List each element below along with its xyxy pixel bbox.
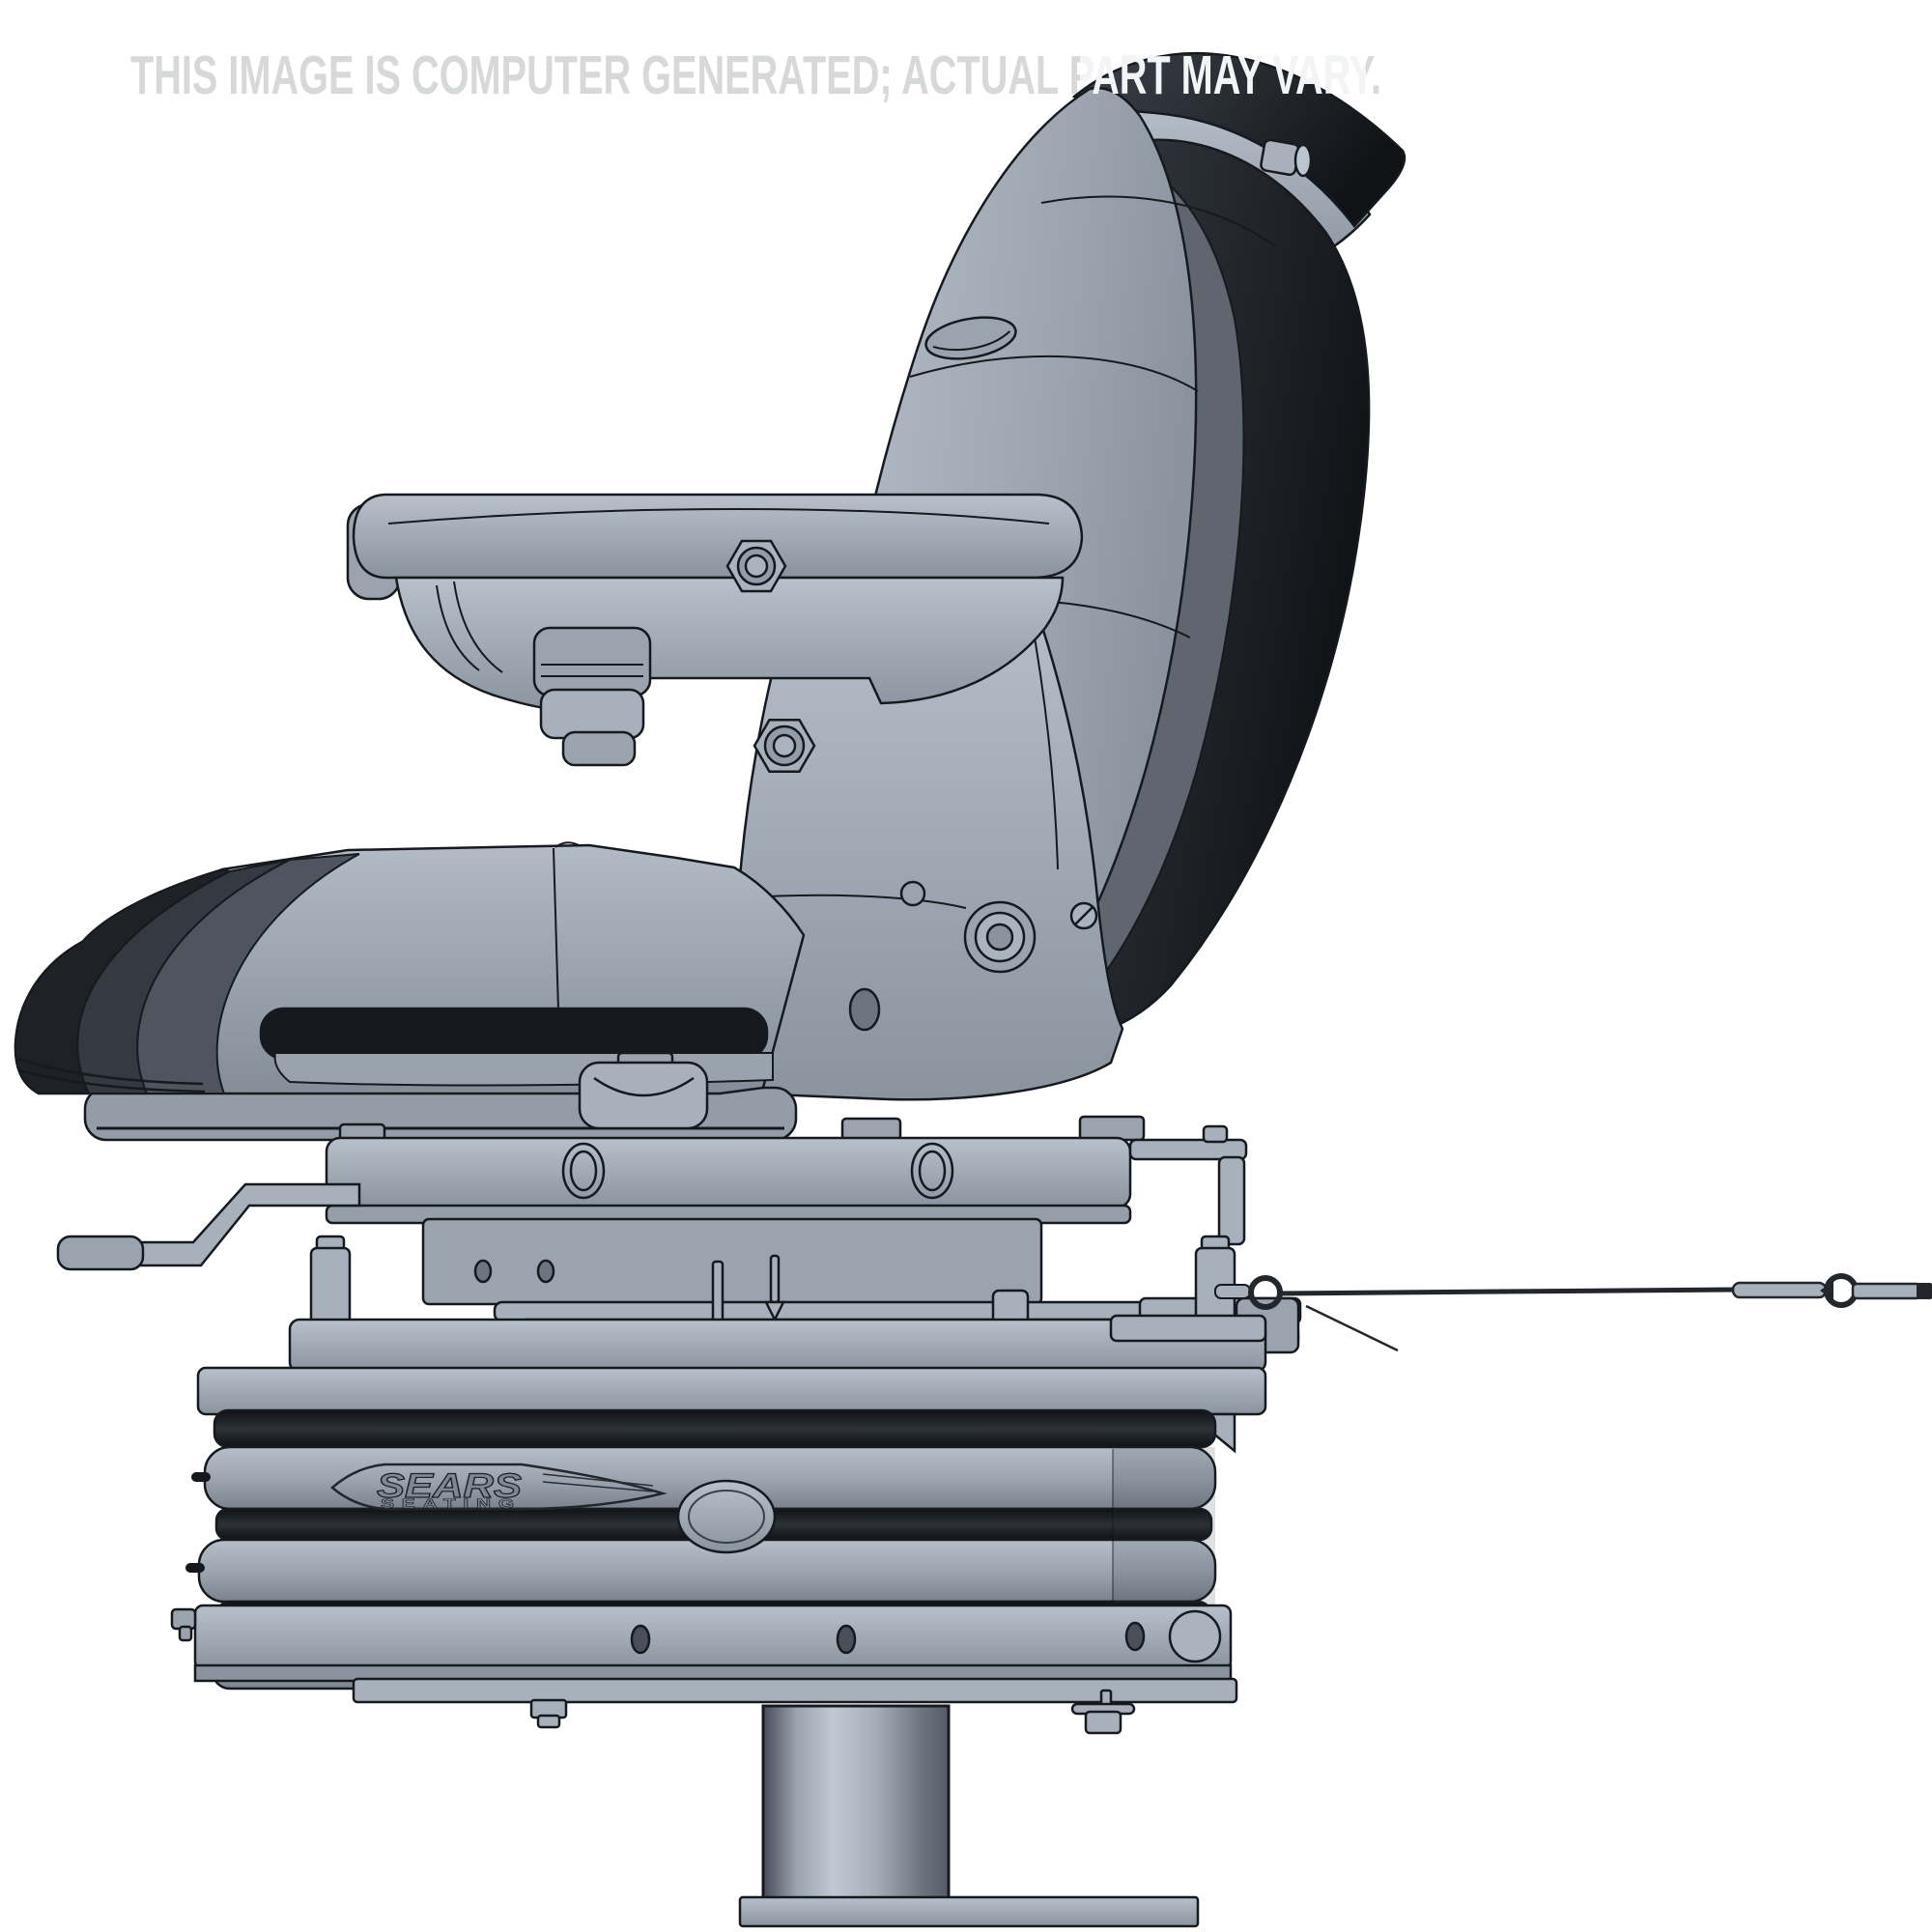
cushion-piping (16, 1057, 206, 1094)
armrest-adjust-clamp (532, 626, 652, 767)
frame-posts (309, 1235, 1236, 1327)
slotted-screw (1069, 901, 1098, 930)
suspension-knob[interactable] (676, 1479, 777, 1554)
backrest-seam-top (1040, 195, 1276, 247)
seat-front-bolster-3 (136, 853, 360, 1094)
mid-plate-hole-1 (473, 1259, 493, 1284)
hole-oval-1 (630, 1624, 651, 1655)
hanging-bolt-right (1070, 1689, 1136, 1735)
under-seat-recess (259, 1007, 769, 1061)
hanging-bolt-left (529, 1698, 568, 1729)
bracket-hole-3 (899, 880, 926, 907)
seat-cushion-group (14, 841, 806, 1142)
bracket-hole-1 (848, 987, 881, 1032)
armrest-body-seam (436, 581, 503, 673)
armrest (346, 493, 1084, 767)
under-seat-latch (578, 1051, 709, 1130)
backrest-top-flap (1071, 52, 1406, 228)
cable-sleeve (1731, 1281, 1828, 1299)
cable-link (1214, 1284, 1251, 1299)
recline-knob (1260, 138, 1313, 178)
slide-rail (325, 1136, 1132, 1209)
logo-text-main: SEARS (377, 1467, 522, 1505)
hole-oval-2 (836, 1624, 857, 1655)
armrest-pad (352, 493, 1084, 580)
mid-plate (421, 1217, 1043, 1306)
cable-stray-wire (1305, 1304, 1399, 1352)
backrest-grab-handle (924, 316, 1017, 360)
cable-end-tip (1917, 1283, 1932, 1299)
slide-lever[interactable] (56, 1182, 361, 1271)
cable-wire (1278, 1287, 1738, 1296)
base-plate (738, 1895, 1200, 1928)
pedestal-column (761, 1704, 951, 1903)
rail-keyhole-1 (561, 1142, 606, 1200)
rail-foot-3 (1078, 1115, 1146, 1142)
hole-oval-3 (1124, 1621, 1146, 1652)
sears-seating-logo: SEARS SEATING (330, 1463, 668, 1511)
hex-bolt-lower (753, 718, 816, 774)
cable-end-rod[interactable] (1851, 1282, 1922, 1300)
base-top-frame-step (1109, 1314, 1267, 1343)
hole-plate (193, 1604, 1233, 1671)
bellows-top-plate (196, 1366, 1267, 1416)
backrest-seam-upper (909, 355, 1199, 392)
lower-frame (170, 1604, 1238, 1928)
recline-pivot (963, 900, 1037, 974)
cushion-seam-vertical (553, 847, 559, 1011)
mid-plate-hole-2 (536, 1259, 555, 1284)
armrest-bolt (725, 539, 787, 593)
hole-plate-big-circle (1168, 1609, 1222, 1663)
logo-text-sub: SEATING (381, 1496, 522, 1511)
left-side-nub (170, 1607, 197, 1642)
suspension-upper-stack (56, 1115, 1302, 1401)
cushion-top-notch (554, 841, 582, 848)
height-control-cable (1214, 1273, 1932, 1352)
bellows-dark-1 (213, 1408, 1217, 1449)
cable-eyelet-right-point (1820, 1281, 1833, 1300)
armrest-pad-seam (387, 508, 1050, 525)
rail-hook (1128, 1124, 1248, 1246)
watermark-text-overlay: THIS IMAGE IS COMPUTER GENERATED; ACTUAL… (130, 44, 1381, 106)
hinge-bracket-plate (734, 573, 1124, 1101)
rail-foot-2 (840, 1117, 902, 1142)
bottom-plate (352, 1677, 1238, 1704)
rail-keyhole-2 (910, 1142, 954, 1200)
